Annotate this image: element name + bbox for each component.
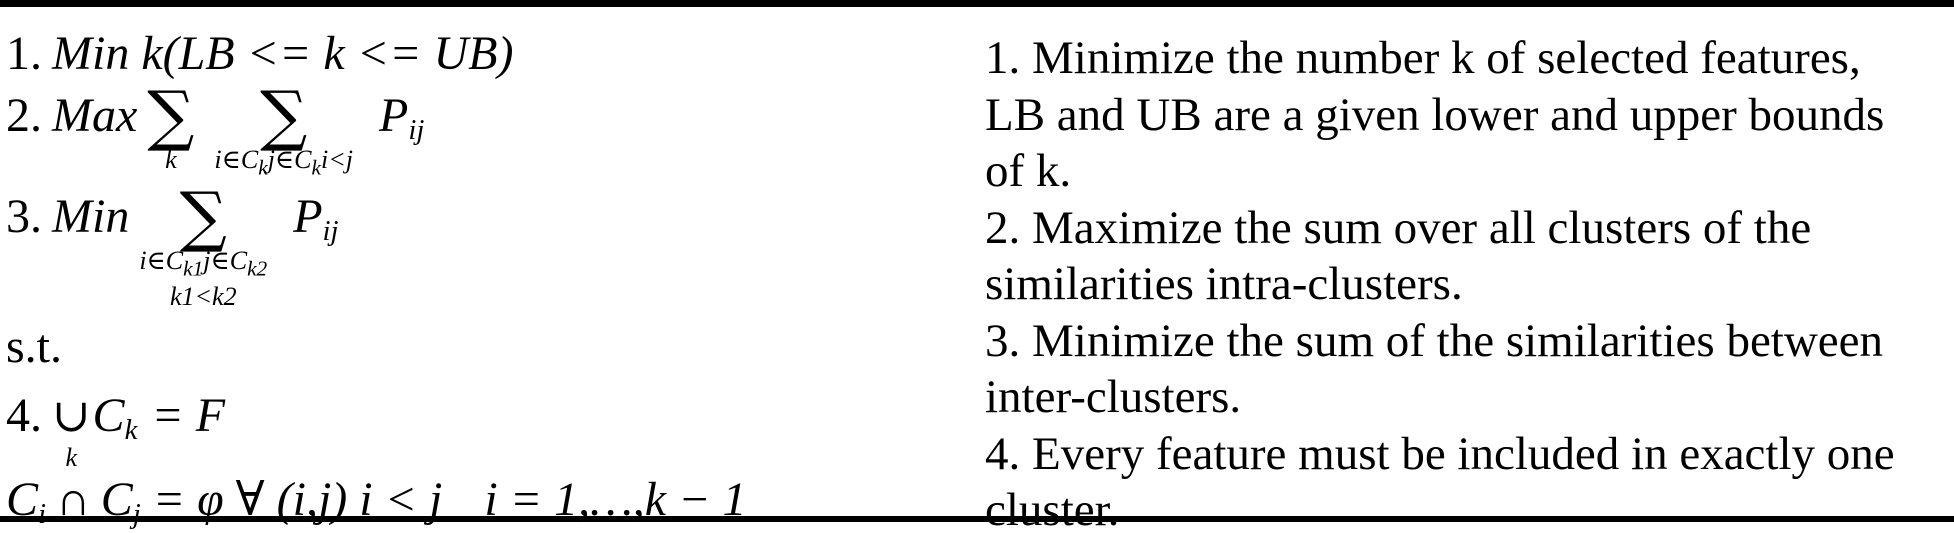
constraint-disjoint-formula: Ci ∩ Cj = φ ∀ (i,j) i < j i = 1,…,k − 1: [6, 470, 956, 533]
explanation-line: inter-clusters.: [985, 371, 1242, 423]
p-symbol: P: [293, 190, 323, 244]
cluster-set-term: Ck: [93, 386, 138, 460]
explanation-line: cluster.: [985, 484, 1120, 533]
set-ci: Ci: [6, 470, 46, 533]
sigma-icon: ∑: [179, 178, 227, 256]
constraint-union-formula: 4. ∪ k Ck = F: [6, 386, 956, 472]
objective-3-formula: 3. Min ∑ i∈Ck1j∈Ck2 k1<k2 Pij: [6, 178, 956, 311]
objective-1-formula: 1. Min k(LB <= k <= UB): [6, 24, 956, 84]
explanation-line: LB and UB are a given lower and upper bo…: [985, 88, 1885, 141]
intersection-icon: ∩: [56, 472, 91, 526]
set-cj: Cj: [101, 470, 141, 533]
table-top-rule: [0, 0, 1954, 7]
p-symbol: P: [378, 89, 409, 142]
set-symbol: C: [6, 472, 39, 526]
limit-subscript: k1: [183, 256, 204, 281]
explanation-line: 1. Minimize the number k of selected fea…: [985, 32, 1861, 84]
operator-max: Max: [52, 89, 138, 142]
item-number: 2.: [6, 89, 42, 142]
limit-text: j∈C: [267, 145, 312, 174]
set-subscript: i: [38, 497, 47, 530]
formula-body: Min k(LB <= k <= UB): [52, 27, 514, 80]
similarity-term: Pij: [379, 86, 424, 160]
limit-text: i∈C: [139, 246, 184, 276]
union-icon: ∪: [52, 389, 91, 441]
explanation-line: similarities intra-clusters.: [985, 258, 1463, 310]
limit-subscript: k: [311, 155, 321, 180]
sum-over-k: ∑ k: [147, 77, 195, 174]
p-subscript: ij: [408, 114, 425, 147]
subject-to-label: s.t.: [6, 319, 63, 373]
item-number: 1.: [6, 27, 42, 80]
sum-limit-row2: k1<k2: [169, 281, 237, 311]
equals-F: = F: [151, 388, 226, 442]
limit-subscript: k: [258, 155, 268, 180]
empty-forall-condition: = φ ∀ (i,j) i < j: [152, 472, 443, 526]
limit-text: j∈C: [203, 246, 248, 276]
index-range: i = 1,…,k − 1: [484, 472, 747, 526]
union-limit: k: [65, 442, 78, 472]
limit-text: i<j: [320, 145, 353, 174]
limit-text: i∈C: [214, 145, 259, 174]
objective-2-formula: 2. Max ∑ k ∑ i∈Ckj∈Cki<j Pij: [6, 77, 956, 181]
set-symbol: C: [100, 472, 133, 526]
explanation-item-2: 2. Maximize the sum over all clusters of…: [985, 200, 1950, 313]
set-subscript: k: [124, 413, 138, 446]
sum-limit: i∈Ckj∈Cki<j: [214, 146, 353, 181]
p-subscript: ij: [322, 215, 339, 248]
explanation-line: 4. Every feature must be included in exa…: [985, 427, 1895, 480]
item-number: 3.: [6, 190, 42, 244]
explanation-column: 1. Minimize the number k of selected fea…: [985, 30, 1950, 533]
set-subscript: j: [132, 497, 141, 530]
sum-limit-row1: i∈Ck1j∈Ck2: [139, 247, 267, 282]
similarity-term: Pij: [293, 187, 338, 261]
limit-subscript: k2: [247, 256, 268, 281]
sum-over-pairs-in-cluster: ∑ i∈Ckj∈Cki<j: [214, 77, 353, 181]
explanation-item-4: 4. Every feature must be included in exa…: [985, 426, 1950, 533]
table-bottom-rule: [0, 516, 1954, 522]
explanation-line: of k.: [985, 145, 1072, 197]
union-over-k: ∪ k: [52, 386, 91, 472]
item-number: 4.: [6, 388, 42, 442]
sum-limit: k: [165, 145, 177, 174]
formulation-column: 1. Min k(LB <= k <= UB) 2. Max ∑ k ∑ i∈C…: [6, 24, 956, 533]
sum-over-cluster-pairs: ∑ i∈Ck1j∈Ck2 k1<k2: [139, 178, 267, 311]
explanation-line: 2. Maximize the sum over all clusters of…: [985, 201, 1812, 254]
explanation-item-3: 3. Minimize the sum of the similarities …: [985, 313, 1950, 426]
explanation-line: 3. Minimize the sum of the similarities …: [985, 314, 1884, 367]
operator-min: Min: [52, 190, 130, 244]
sigma-icon: ∑: [147, 77, 195, 154]
sigma-icon: ∑: [260, 77, 308, 154]
set-symbol: C: [92, 388, 125, 442]
explanation-item-1: 1. Minimize the number k of selected fea…: [985, 30, 1950, 200]
